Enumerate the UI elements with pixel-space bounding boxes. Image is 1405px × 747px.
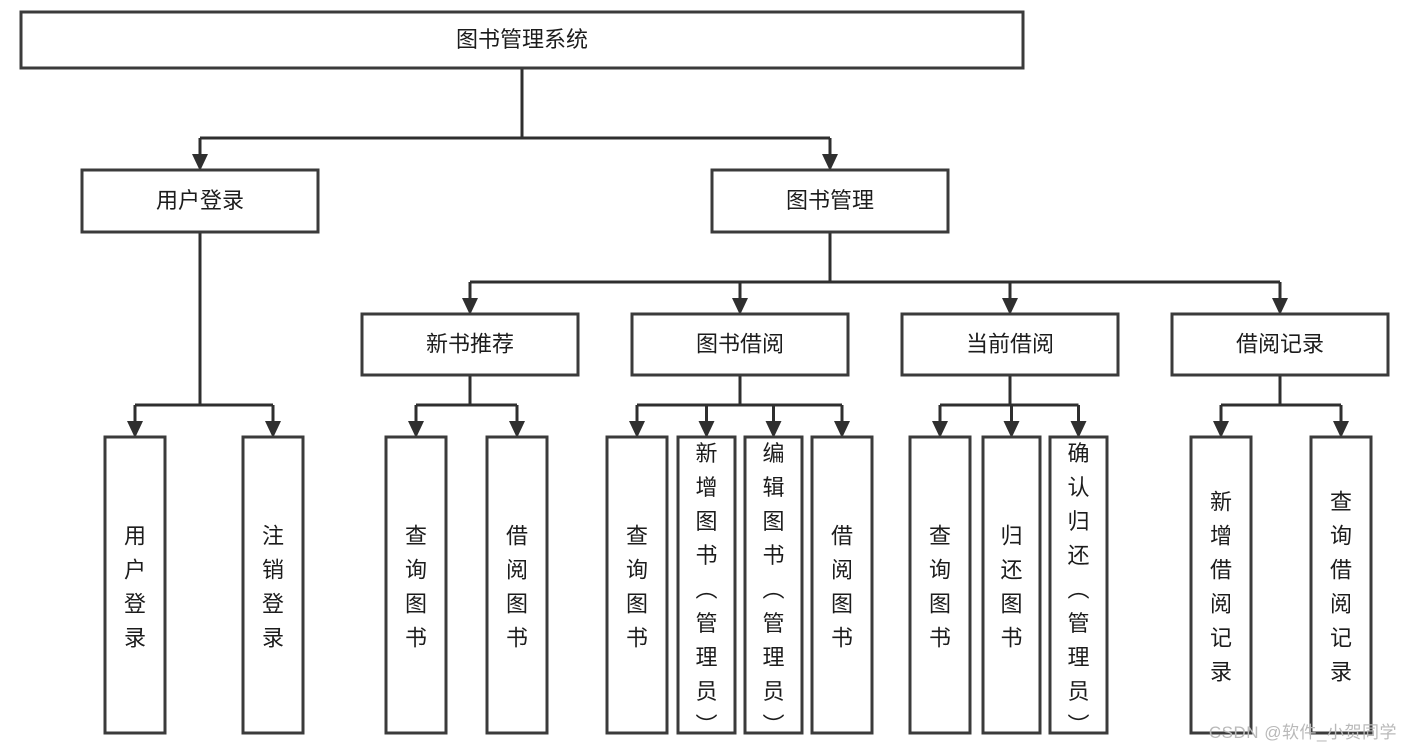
node-box[interactable] <box>1189 435 1253 735</box>
node-label: 图书管理 <box>786 188 874 213</box>
node-label: 查询图书 <box>405 524 427 651</box>
node-label: 查询图书 <box>626 524 648 651</box>
node-label: 注销登录 <box>262 524 284 651</box>
node-label: 编辑图书︵管理员︶ <box>762 441 784 738</box>
node-current-borrow[interactable]: 当前借阅 <box>900 312 1120 377</box>
node-box[interactable] <box>103 435 167 735</box>
arrow-head-icon <box>765 421 782 438</box>
node-box[interactable] <box>1170 312 1390 377</box>
node-leaf-cb-query[interactable]: 查询图书 <box>908 435 972 735</box>
arrow-head-icon <box>629 421 645 438</box>
node-label: 当前借阅 <box>966 331 1054 356</box>
node-label: 确认归还︵管理员︶ <box>1067 441 1089 738</box>
node-leaf-br-add[interactable]: 新增借阅记录 <box>1189 435 1253 735</box>
node-label: 新书推荐 <box>426 331 514 356</box>
arrow-head-icon <box>462 298 478 315</box>
arrow-head-icon <box>834 421 850 438</box>
node-label: 借阅记录 <box>1236 331 1324 356</box>
node-box[interactable] <box>241 435 305 735</box>
node-book-borrow[interactable]: 图书借阅 <box>630 312 850 377</box>
arrow-head-icon <box>1070 421 1087 438</box>
node-box[interactable] <box>80 168 320 234</box>
node-label: 新增图书︵管理员︶ <box>695 441 717 738</box>
arrow-head-icon <box>1272 298 1288 315</box>
node-box[interactable] <box>630 312 850 377</box>
node-book-manage[interactable]: 图书管理 <box>710 168 950 234</box>
node-leaf-user-logout[interactable]: 注销登录 <box>241 435 305 735</box>
node-box[interactable] <box>1048 435 1109 735</box>
watermark-label: CSDN @软件_小贺同学 <box>1208 723 1397 742</box>
arrow-head-icon <box>1333 421 1349 438</box>
node-box[interactable] <box>360 312 580 377</box>
node-leaf-rec-borrow[interactable]: 借阅图书 <box>485 435 549 735</box>
node-leaf-rec-query[interactable]: 查询图书 <box>384 435 448 735</box>
node-label: 图书借阅 <box>696 331 784 356</box>
node-box[interactable] <box>19 10 1025 70</box>
node-box[interactable] <box>384 435 448 735</box>
arrow-head-icon <box>265 421 281 438</box>
node-label: 借阅图书 <box>831 524 853 651</box>
node-box[interactable] <box>1309 435 1373 735</box>
arrow-head-icon <box>192 154 208 171</box>
node-label: 归还图书 <box>1000 524 1022 651</box>
node-leaf-cb-confirm[interactable]: 确认归还︵管理员︶ <box>1048 435 1109 738</box>
arrow-head-icon <box>408 421 424 438</box>
arrow-head-icon <box>698 421 715 438</box>
node-box[interactable] <box>605 435 669 735</box>
arrow-head-icon <box>509 421 525 438</box>
node-leaf-user-login[interactable]: 用户登录 <box>103 435 167 735</box>
node-label: 新增借阅记录 <box>1210 490 1232 685</box>
arrow-head-icon <box>1002 298 1018 315</box>
node-box[interactable] <box>908 435 972 735</box>
node-borrow-record[interactable]: 借阅记录 <box>1170 312 1390 377</box>
node-leaf-br-query[interactable]: 查询借阅记录 <box>1309 435 1373 735</box>
arrow-head-icon <box>822 154 838 171</box>
node-label: 图书管理系统 <box>456 27 588 52</box>
node-box[interactable] <box>676 435 737 735</box>
node-label: 用户登录 <box>156 188 244 213</box>
node-leaf-bb-query[interactable]: 查询图书 <box>605 435 669 735</box>
arrow-head-icon <box>1213 421 1229 438</box>
node-label: 用户登录 <box>124 524 146 651</box>
node-label: 查询图书 <box>929 524 951 651</box>
node-root[interactable]: 图书管理系统 <box>19 10 1025 70</box>
node-leaf-cb-return[interactable]: 归还图书 <box>981 435 1042 735</box>
node-box[interactable] <box>743 435 804 735</box>
node-new-book-rec[interactable]: 新书推荐 <box>360 312 580 377</box>
node-box[interactable] <box>900 312 1120 377</box>
arrow-head-icon <box>127 421 143 438</box>
node-box[interactable] <box>810 435 874 735</box>
node-leaf-bb-borrow[interactable]: 借阅图书 <box>810 435 874 735</box>
node-box[interactable] <box>710 168 950 234</box>
arrow-head-icon <box>1003 421 1020 438</box>
node-label: 查询借阅记录 <box>1330 490 1352 685</box>
arrow-head-icon <box>732 298 748 315</box>
node-label: 借阅图书 <box>506 524 528 651</box>
node-box[interactable] <box>981 435 1042 735</box>
node-layer: 图书管理系统用户登录图书管理新书推荐图书借阅当前借阅借阅记录用户登录注销登录查询… <box>19 10 1390 738</box>
node-leaf-bb-edit[interactable]: 编辑图书︵管理员︶ <box>743 435 804 738</box>
arrow-head-icon <box>932 421 948 438</box>
edge-layer <box>127 68 1349 438</box>
node-leaf-bb-add[interactable]: 新增图书︵管理员︶ <box>676 435 737 738</box>
node-box[interactable] <box>485 435 549 735</box>
node-user-login[interactable]: 用户登录 <box>80 168 320 234</box>
